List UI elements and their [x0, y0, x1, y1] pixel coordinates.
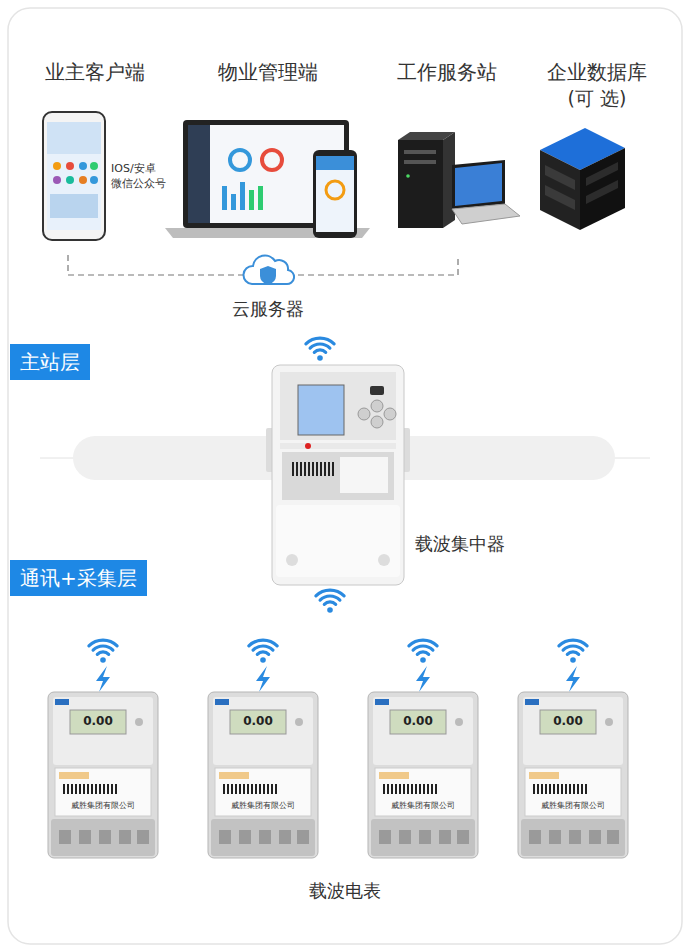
phone-body: [43, 112, 105, 240]
label: 0.00: [243, 714, 273, 728]
label: 云服务器: [232, 298, 304, 320]
layer-tab: 主站层: [10, 344, 90, 380]
small-phone-screen: [316, 156, 354, 232]
station-laptop-lid: [452, 160, 505, 209]
concentrator-button: [384, 408, 396, 420]
database-right: [580, 148, 625, 230]
bolt-icon: [566, 666, 580, 692]
app-icon: [79, 162, 87, 170]
label: 威胜集团有限公司: [541, 801, 605, 811]
wifi-icon: [316, 590, 344, 613]
concentrator-plate: [282, 452, 394, 500]
phone-screen: [47, 122, 101, 230]
wifi-icon: [89, 640, 117, 663]
wifi-icon: [306, 338, 334, 361]
label: IOS/安卓: [111, 162, 156, 175]
small-phone: [313, 150, 357, 238]
concentrator-strip: [280, 443, 396, 449]
drive-bay: [404, 150, 436, 154]
concentrator-top: [280, 372, 396, 440]
chart-bar: [240, 182, 245, 210]
drive-bay: [404, 160, 436, 164]
chart-bar: [258, 186, 263, 210]
concentrator-button: [370, 386, 384, 395]
concentrator-button: [358, 408, 370, 420]
concentrator-button: [371, 400, 383, 412]
label: 载波集中器: [415, 533, 505, 555]
chart-ring: [262, 150, 282, 170]
concentrator-body: [272, 365, 404, 585]
bolt-icon: [256, 666, 270, 692]
label: 0.00: [403, 714, 433, 728]
server-light: [406, 174, 410, 178]
mount-hole: [378, 554, 390, 566]
meter: [518, 692, 628, 858]
app-icon: [79, 176, 87, 184]
server-front: [398, 140, 443, 228]
app-icon: [53, 176, 61, 184]
layer-tab: 通讯+采集层: [10, 560, 147, 596]
label: 企业数据库: [547, 60, 647, 84]
label: 工作服务站: [397, 60, 497, 84]
chart-bar: [249, 190, 254, 210]
concentrator-lower: [276, 505, 400, 577]
wifi-icon: [249, 640, 277, 663]
station-laptop-screen: [455, 163, 502, 206]
label: 威胜集团有限公司: [391, 801, 455, 811]
chart-ring: [326, 181, 344, 199]
bolt-icon: [416, 666, 430, 692]
wifi-icon: [559, 640, 587, 663]
meter: [368, 692, 478, 858]
label: 0.00: [83, 714, 113, 728]
tab-text: 通讯+采集层: [20, 564, 137, 592]
tab-text: 主站层: [20, 348, 80, 376]
chart-bar: [222, 186, 227, 210]
app-icon: [66, 162, 74, 170]
concentrator-screen: [298, 385, 344, 435]
mount-hole: [286, 554, 298, 566]
wifi-icon: [409, 640, 437, 663]
concentrator-label: [340, 457, 388, 493]
phone-panel: [50, 194, 98, 218]
label: 威胜集团有限公司: [231, 801, 295, 811]
shield-icon: [260, 266, 276, 285]
station-laptop-base: [452, 204, 520, 224]
database-panel: [545, 165, 575, 190]
label: 业主客户端: [45, 60, 145, 84]
database-panel: [545, 185, 575, 210]
small-phone-header: [316, 156, 354, 170]
label: 载波电表: [309, 880, 381, 902]
phone-banner: [47, 122, 101, 154]
app-icon: [66, 176, 74, 184]
meter: [48, 692, 158, 858]
meter: [208, 692, 318, 858]
app-icon: [53, 162, 61, 170]
cloud-icon: [243, 255, 294, 284]
barcode: [290, 462, 334, 476]
database-panel: [586, 180, 618, 204]
label: 0.00: [553, 714, 583, 728]
app-icon: [90, 162, 98, 170]
outer-frame: [8, 8, 682, 944]
label: 微信公众号: [111, 177, 166, 190]
label: 物业管理端: [218, 60, 318, 84]
bolt-icon: [96, 666, 110, 692]
concentrator-logo: [305, 443, 311, 449]
label: (可 选): [568, 87, 627, 110]
chart-bar: [231, 194, 236, 210]
chart-ring: [230, 150, 250, 170]
laptop-sidebar: [188, 125, 210, 223]
concentrator-button: [371, 416, 383, 428]
database-left: [540, 150, 580, 230]
label: 威胜集团有限公司: [71, 801, 135, 811]
app-icon: [90, 176, 98, 184]
